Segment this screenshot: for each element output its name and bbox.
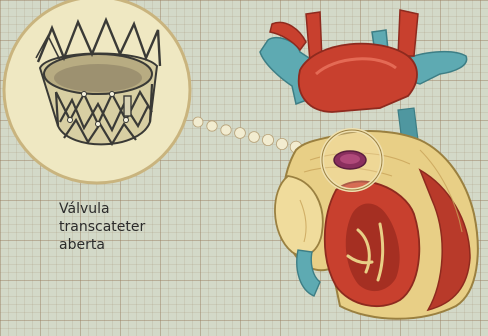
caption-line-2: transcateter bbox=[59, 218, 199, 236]
caption-line-3: aberta bbox=[59, 236, 199, 254]
caption-line-1: Válvula bbox=[59, 200, 199, 218]
connector-dots bbox=[193, 117, 302, 153]
valve-caption: Válvula transcateter aberta bbox=[59, 200, 199, 254]
valve-location-ring bbox=[322, 130, 382, 190]
